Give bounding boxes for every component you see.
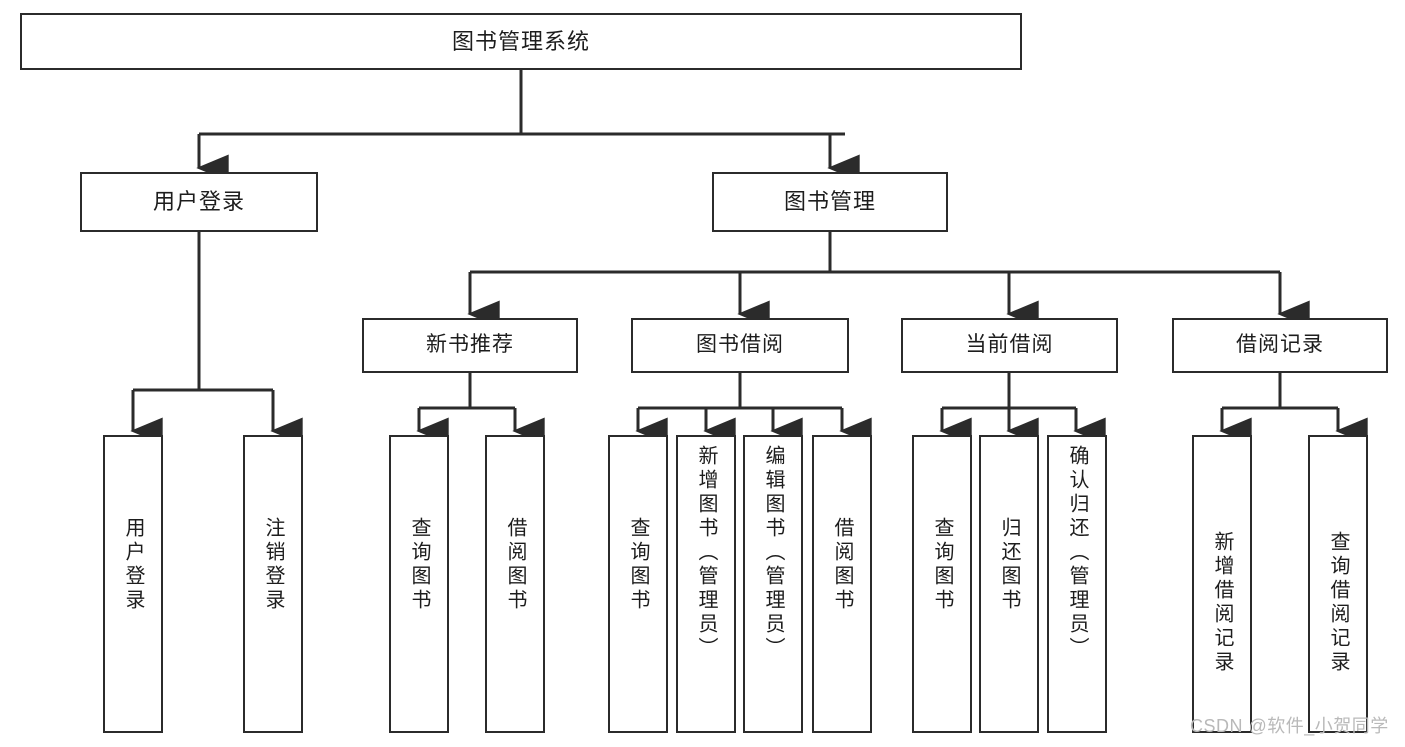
node-label: 新增借阅记录 <box>1211 531 1233 675</box>
leaf-query-borrowing-record[interactable]: 查询借阅记录 <box>1308 435 1368 733</box>
node-label: 查询图书 <box>408 517 430 613</box>
node-book-borrowing[interactable]: 图书借阅 <box>631 318 849 373</box>
leaf-confirm-return-admin[interactable]: 确认归还（管理员） <box>1047 435 1107 733</box>
node-label: 注销登录 <box>262 517 284 613</box>
watermark: CSDN @软件_小贺同学 <box>1190 716 1389 736</box>
node-borrowing-records[interactable]: 借阅记录 <box>1172 318 1388 373</box>
leaf-user-login[interactable]: 用户登录 <box>103 435 163 733</box>
node-label: 新书推荐 <box>426 333 514 357</box>
node-label: 借阅图书 <box>831 517 853 613</box>
node-label: 借阅图书 <box>504 517 526 613</box>
node-label: 归还图书 <box>998 517 1020 613</box>
node-label: 图书管理 <box>783 189 876 215</box>
node-label: 查询图书 <box>931 517 953 613</box>
node-root-system[interactable]: 图书管理系统 <box>20 13 1022 70</box>
node-label: 图书借阅 <box>696 333 784 357</box>
node-label: 用户登录 <box>122 517 144 613</box>
node-current-borrowing[interactable]: 当前借阅 <box>901 318 1118 373</box>
node-new-book-recommendation[interactable]: 新书推荐 <box>362 318 578 373</box>
leaf-query-books-current[interactable]: 查询图书 <box>912 435 972 733</box>
node-label: 新增图书（管理员） <box>695 445 717 661</box>
leaf-query-books-borrowing[interactable]: 查询图书 <box>608 435 668 733</box>
node-label: 图书管理系统 <box>451 28 590 54</box>
leaf-borrow-books-borrowing[interactable]: 借阅图书 <box>812 435 872 733</box>
leaf-query-books-recommendation[interactable]: 查询图书 <box>389 435 449 733</box>
node-label: 用户登录 <box>152 189 245 215</box>
node-label: 编辑图书（管理员） <box>762 445 784 661</box>
leaf-edit-book-admin[interactable]: 编辑图书（管理员） <box>743 435 803 733</box>
leaf-return-books[interactable]: 归还图书 <box>979 435 1039 733</box>
leaf-add-book-admin[interactable]: 新增图书（管理员） <box>676 435 736 733</box>
node-book-management[interactable]: 图书管理 <box>712 172 948 232</box>
leaf-add-borrowing-record[interactable]: 新增借阅记录 <box>1192 435 1252 733</box>
node-label: 当前借阅 <box>965 333 1054 357</box>
node-label: 确认归还（管理员） <box>1066 445 1088 661</box>
node-label: 查询图书 <box>627 517 649 613</box>
leaf-logout[interactable]: 注销登录 <box>243 435 303 733</box>
node-label: 借阅记录 <box>1236 333 1324 357</box>
node-user-login[interactable]: 用户登录 <box>80 172 318 232</box>
leaf-borrow-books-recommendation[interactable]: 借阅图书 <box>485 435 545 733</box>
node-label: 查询借阅记录 <box>1327 531 1349 675</box>
